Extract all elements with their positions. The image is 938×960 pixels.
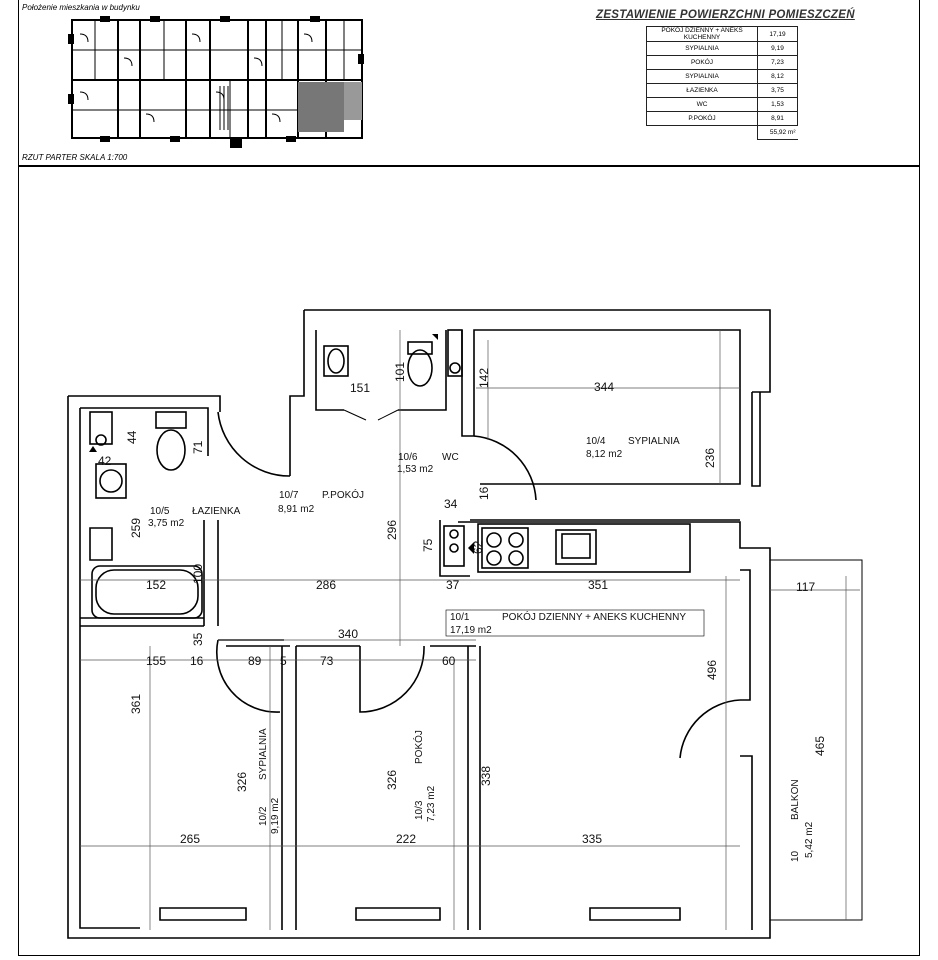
dimension-label: 335 bbox=[582, 832, 602, 846]
building-key-plan bbox=[68, 16, 364, 148]
dimension-label: 465 bbox=[813, 736, 827, 756]
dimension-label: 361 bbox=[129, 694, 143, 714]
dimension-label: 152 bbox=[146, 578, 166, 592]
dimension-label: 286 bbox=[316, 578, 336, 592]
room-label-hall: 10/7 P.POKÓJ 8,91 m2 bbox=[278, 488, 364, 515]
dimension-label: 62 bbox=[471, 540, 485, 554]
summary-room-area: 3,75 bbox=[757, 83, 798, 98]
dimension-label: 71 bbox=[191, 440, 205, 454]
apartment-highlight bbox=[298, 82, 344, 132]
room-label-living: 10/1 POKÓJ DZIENNY + ANEKS KUCHENNY 17,1… bbox=[445, 609, 705, 637]
dimension-label: 44 bbox=[125, 430, 139, 444]
room-name: POKÓJ bbox=[412, 730, 425, 764]
summary-total-row: 55,92 m² bbox=[647, 125, 798, 140]
dimension-label: 340 bbox=[338, 627, 358, 641]
room-area: 9,19 m2 bbox=[270, 797, 281, 834]
dimension-label: 151 bbox=[350, 381, 370, 395]
dimension-label: 89 bbox=[248, 654, 262, 668]
dimension-label: 236 bbox=[703, 448, 717, 468]
room-number: 10/2 bbox=[258, 806, 269, 826]
room-name: WC bbox=[442, 452, 459, 463]
room-number: 10/4 bbox=[586, 436, 606, 447]
room-number: 10/7 bbox=[279, 490, 299, 501]
header-frame bbox=[18, 0, 920, 166]
summary-room-name: P.POKÓJ bbox=[646, 111, 758, 126]
dimension-label: 37 bbox=[446, 578, 460, 592]
dimension-label: 326 bbox=[235, 772, 249, 792]
room-label-bathroom: 10/5 ŁAZIENKA 3,75 m2 bbox=[148, 506, 241, 529]
room-name: SYPIALNIA bbox=[258, 728, 269, 780]
dimension-label: 326 bbox=[385, 770, 399, 790]
summary-title: ZESTAWIENIE POWIERZCHNI POMIESZCZEŃ bbox=[596, 9, 855, 21]
room-area: 3,75 m2 bbox=[148, 518, 185, 529]
room-area: 8,91 m2 bbox=[278, 504, 315, 515]
dimension-label: 496 bbox=[705, 660, 719, 680]
dimension-label: 100 bbox=[191, 564, 205, 584]
dimension-label: 75 bbox=[421, 538, 435, 552]
room-number: 10/6 bbox=[398, 452, 418, 463]
dimension-label: 155 bbox=[146, 654, 166, 668]
dimension-label: 35 bbox=[191, 632, 205, 646]
room-label-wc: 10/6 WC 1,53 m2 bbox=[397, 452, 459, 475]
room-area: 7,23 m2 bbox=[426, 785, 437, 822]
room-area: 17,19 m2 bbox=[450, 625, 492, 636]
dimension-label: 42 bbox=[98, 454, 112, 468]
location-caption: Położenie mieszkania w budynku bbox=[22, 3, 140, 12]
dimension-label: 16 bbox=[477, 486, 491, 500]
dimension-label: 34 bbox=[444, 497, 458, 511]
scale-caption: RZUT PARTER SKALA 1:700 bbox=[22, 153, 128, 162]
dimension-label: 60 bbox=[442, 654, 456, 668]
dimension-label: 351 bbox=[588, 578, 608, 592]
room-number: 10/1 bbox=[450, 612, 470, 623]
room-area: 8,12 m2 bbox=[586, 449, 623, 460]
dimension-label: 73 bbox=[320, 654, 334, 668]
plan-frame bbox=[18, 166, 920, 956]
dimension-label: 16 bbox=[190, 654, 204, 668]
room-name: BALKON bbox=[790, 779, 801, 820]
room-area: 5,42 m2 bbox=[804, 821, 815, 858]
room-number: 10 bbox=[790, 850, 801, 862]
room-name: POKÓJ DZIENNY + ANEKS KUCHENNY bbox=[502, 610, 686, 623]
dimension-label: 222 bbox=[396, 832, 416, 846]
dimension-label: 117 bbox=[796, 580, 815, 594]
dimension-label: 101 bbox=[393, 362, 407, 382]
room-label-bedroom-4: 10/4 SYPIALNIA 8,12 m2 bbox=[586, 436, 680, 460]
dimension-label: 259 bbox=[129, 518, 143, 538]
room-name: SYPIALNIA bbox=[628, 436, 680, 447]
room-number: 10/3 bbox=[414, 800, 425, 820]
dimension-labels: 151 101 142 344 236 44 71 42 259 296 34 … bbox=[98, 362, 827, 846]
room-label-room-3: 10/3 POKÓJ 7,23 m2 bbox=[412, 730, 437, 822]
room-label-bedroom-2: 10/2 SYPIALNIA 9,19 m2 bbox=[258, 728, 281, 834]
room-name: ŁAZIENKA bbox=[192, 506, 241, 517]
dimension-label: 265 bbox=[180, 832, 200, 846]
summary-room-area: 8,91 bbox=[757, 111, 798, 126]
dimension-label: 344 bbox=[594, 380, 614, 394]
dimension-label: 338 bbox=[479, 766, 493, 786]
room-area: 1,53 m2 bbox=[397, 464, 434, 475]
dimension-label: 296 bbox=[385, 520, 399, 540]
room-label-balcony: 10 BALKON 5,42 m2 bbox=[790, 779, 815, 862]
dimension-label: 5 bbox=[280, 654, 287, 668]
summary-total: 55,92 m² bbox=[757, 125, 798, 140]
room-name: P.POKÓJ bbox=[322, 488, 364, 501]
room-number: 10/5 bbox=[150, 506, 170, 517]
dimension-label: 142 bbox=[477, 368, 491, 388]
